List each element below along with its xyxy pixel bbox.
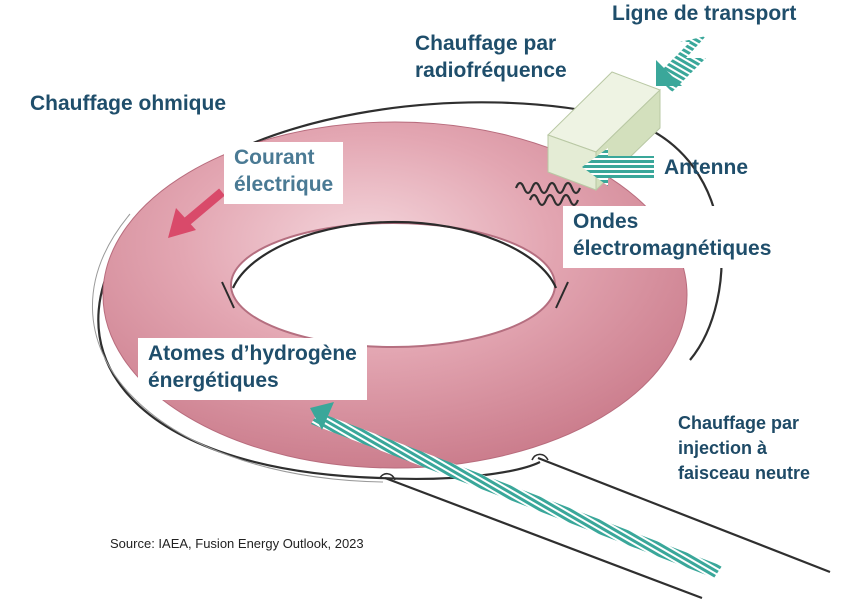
label-nbi-heating-line1: Chauffage par [678, 413, 800, 433]
label-rf-heating-line2: radiofréquence [415, 59, 567, 82]
transport-arrow-icon [656, 36, 706, 92]
beam-duct [379, 453, 831, 600]
label-em-waves: Ondes électromagnétiques [563, 206, 782, 268]
label-transport-line-text: Ligne de transport [612, 2, 797, 25]
source-credit: Source: IAEA, Fusion Energy Outlook, 202… [110, 536, 364, 551]
wave-icon [514, 181, 582, 207]
label-em-waves-line1: Ondes [573, 210, 639, 233]
label-hydrogen-atoms-line2: énergétiques [148, 369, 279, 392]
label-nbi-heating-line3: faisceau neutre [678, 463, 811, 483]
label-ohmic-heating-text: Chauffage ohmique [30, 92, 227, 115]
label-transport-line: Ligne de transport [612, 0, 796, 27]
label-nbi-heating: Chauffage par injection à faisceau neutr… [678, 411, 810, 486]
label-antenna-text: Antenne [664, 156, 748, 179]
label-electric-current-line1: Courant [234, 146, 315, 169]
label-antenna: Antenne [664, 154, 748, 181]
label-electric-current-line2: électrique [234, 173, 334, 196]
label-hydrogen-atoms: Atomes d’hydrogène énergétiques [138, 338, 367, 400]
label-rf-heating-line1: Chauffage par [415, 32, 557, 55]
label-nbi-heating-line2: injection à [678, 438, 768, 458]
label-em-waves-line2: électromagnétiques [573, 237, 772, 260]
label-electric-current: Courant électrique [224, 142, 344, 204]
label-rf-heating: Chauffage par radiofréquence [415, 30, 567, 84]
current-arrow-icon [168, 188, 225, 238]
beam-arrow-icon [310, 402, 722, 578]
antenna-arrow-icon [582, 148, 654, 186]
label-ohmic-heating: Chauffage ohmique [30, 90, 226, 117]
label-hydrogen-atoms-line1: Atomes d’hydrogène [148, 342, 357, 365]
